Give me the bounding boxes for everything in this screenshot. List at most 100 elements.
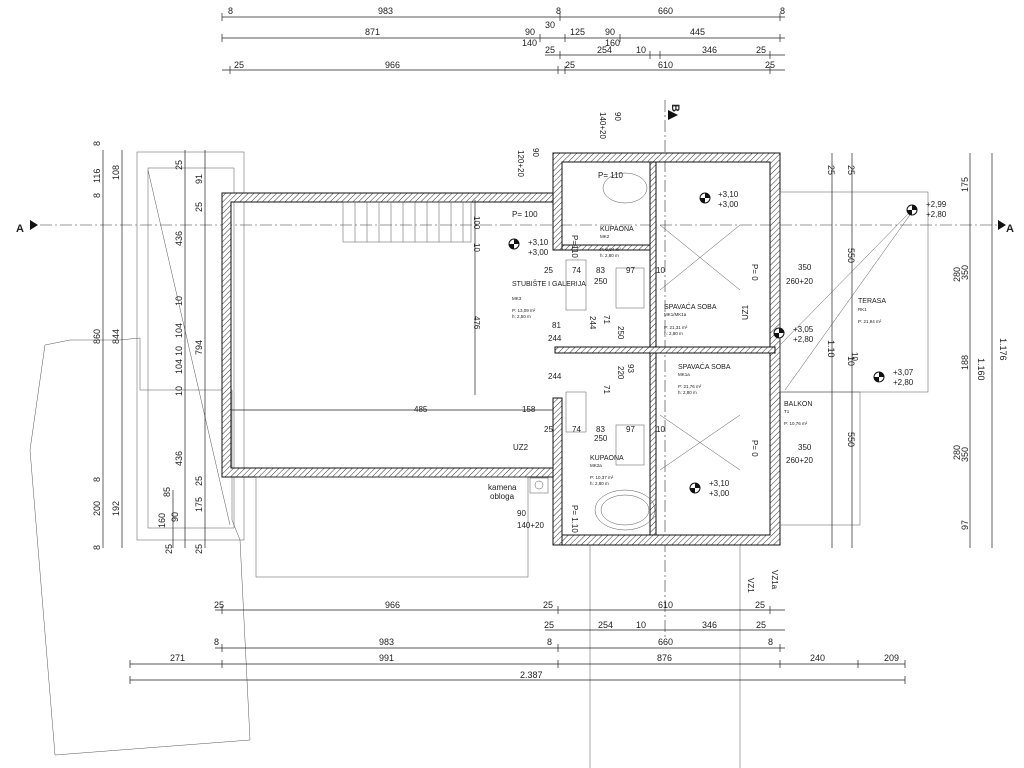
svg-text:KUPAONA: KUPAONA xyxy=(590,455,624,462)
svg-text:550: 550 xyxy=(846,248,856,263)
svg-text:P: 21,94 m²: P: 21,94 m² xyxy=(858,319,882,324)
dim-top-1-a: 8 xyxy=(228,6,233,16)
svg-text:MK2: MK2 xyxy=(600,234,610,239)
svg-text:436: 436 xyxy=(174,451,184,466)
svg-text:STUBIŠTE I GALERIJA: STUBIŠTE I GALERIJA xyxy=(512,279,586,288)
svg-text:25: 25 xyxy=(194,202,204,212)
svg-text:8: 8 xyxy=(92,141,102,146)
inner-dimensions: 25 74 83 97 10 250 244 81 244 71 250 93 … xyxy=(414,216,859,465)
svg-text:P= 0: P= 0 xyxy=(750,440,759,457)
level-markers: +3,10 +3,00 +3,10 +3,00 +2,99 +2,80 +3,0… xyxy=(508,190,947,498)
svg-text:MK2a: MK2a xyxy=(590,463,602,468)
svg-text:h: 2,80 m: h: 2,80 m xyxy=(664,331,683,336)
svg-text:794: 794 xyxy=(194,340,204,355)
svg-text:2.387: 2.387 xyxy=(520,670,543,680)
staircase xyxy=(231,200,553,411)
left-site-outline xyxy=(29,151,251,756)
bathtub-icon xyxy=(594,489,656,531)
level-3-bottom: +2,80 xyxy=(926,210,947,219)
svg-text:P: 9,94 m²: P: 9,94 m² xyxy=(600,247,621,252)
dim-top-3-b: 254 xyxy=(597,45,612,55)
svg-text:346: 346 xyxy=(702,620,717,630)
svg-text:10: 10 xyxy=(850,352,859,361)
dim-top-1-b: 983 xyxy=(378,6,393,16)
kamena-obloga-label-2: obloga xyxy=(490,492,515,501)
level-1-bottom: +3,00 xyxy=(718,200,739,209)
level-1-top: +3,10 xyxy=(718,190,739,199)
svg-text:991: 991 xyxy=(379,653,394,663)
svg-text:25: 25 xyxy=(194,544,204,554)
svg-text:UZ1: UZ1 xyxy=(741,304,750,320)
dim-top-4-a: 25 xyxy=(234,60,244,70)
svg-text:P: 10,76 m²: P: 10,76 m² xyxy=(784,421,808,426)
svg-text:25: 25 xyxy=(164,544,174,554)
level-3-top: +2,99 xyxy=(926,200,947,209)
svg-text:260+20: 260+20 xyxy=(786,456,813,465)
svg-text:350: 350 xyxy=(960,265,970,280)
svg-text:844: 844 xyxy=(111,329,121,344)
svg-text:RK1: RK1 xyxy=(858,307,867,312)
svg-text:90: 90 xyxy=(517,509,526,518)
level-5-bottom: +2,80 xyxy=(893,378,914,387)
svg-text:25: 25 xyxy=(543,600,553,610)
svg-text:93: 93 xyxy=(626,364,635,373)
dim-top-2-d: 140 xyxy=(522,38,537,48)
room-kupaona-mk2a: KUPAONA MK2a P: 10,37 m² h: 2,80 m xyxy=(590,455,624,486)
svg-text:550: 550 xyxy=(846,432,856,447)
bathtub-icon xyxy=(602,172,648,204)
svg-text:240: 240 xyxy=(810,653,825,663)
dim-top-2-f: 90 xyxy=(605,27,615,37)
level-marker: +3,10 +3,00 xyxy=(699,190,739,209)
room-spavaca-soba-1: SPAVAĆA SOBA MK1/MK1a P: 21,31 m² h: 2,8… xyxy=(664,302,717,336)
svg-text:108: 108 xyxy=(111,165,121,180)
level-4-bottom: +2,80 xyxy=(793,335,814,344)
svg-text:10: 10 xyxy=(656,425,665,434)
svg-text:244: 244 xyxy=(588,316,597,330)
dim-top-2-b: 90 xyxy=(525,27,535,37)
svg-text:h: 2,80 m: h: 2,80 m xyxy=(678,390,697,395)
svg-text:P= 0: P= 0 xyxy=(750,264,759,281)
section-a-right-arrow-icon xyxy=(998,220,1006,230)
svg-text:MK3: MK3 xyxy=(512,296,522,301)
svg-text:485: 485 xyxy=(414,405,428,414)
svg-text:TERASA: TERASA xyxy=(858,298,886,305)
section-b-arrow-icon xyxy=(668,110,678,120)
svg-text:8: 8 xyxy=(768,637,773,647)
svg-text:220: 220 xyxy=(616,366,625,380)
level-marker: +2,99 +2,80 xyxy=(906,200,947,219)
svg-text:8: 8 xyxy=(92,545,102,550)
level-2-top: +3,10 xyxy=(528,238,549,247)
svg-text:P: 10,37 m²: P: 10,37 m² xyxy=(590,475,614,480)
svg-text:10: 10 xyxy=(174,296,184,306)
level-2-bottom: +3,00 xyxy=(528,248,549,257)
svg-text:10: 10 xyxy=(846,356,856,366)
svg-text:10: 10 xyxy=(174,346,184,356)
svg-text:VZ1a: VZ1a xyxy=(770,570,779,590)
svg-text:860: 860 xyxy=(92,329,102,344)
svg-text:P: 13,09 m²: P: 13,09 m² xyxy=(512,308,536,313)
svg-text:104: 104 xyxy=(174,323,184,338)
fixtures xyxy=(529,172,741,531)
svg-text:876: 876 xyxy=(657,653,672,663)
opening-labels: P= 110 P= 100 P=110 P= 0 P= 0 P= 1.10 12… xyxy=(512,112,759,533)
svg-text:1.160: 1.160 xyxy=(976,358,986,381)
level-6-bottom: +3,00 xyxy=(709,489,730,498)
dim-top-3-d: 346 xyxy=(702,45,717,55)
svg-text:250: 250 xyxy=(594,434,608,443)
svg-text:476: 476 xyxy=(472,316,481,330)
terrace-outlines xyxy=(255,191,929,768)
section-a-left-label: A xyxy=(16,223,24,235)
svg-text:25: 25 xyxy=(194,476,204,486)
svg-text:25: 25 xyxy=(214,600,224,610)
section-a-left-arrow-icon xyxy=(30,220,38,230)
right-dimensions: 175 350 280 188 280 350 97 1.160 1.176 5… xyxy=(826,153,1008,548)
svg-text:175: 175 xyxy=(960,177,970,192)
svg-text:192: 192 xyxy=(111,501,121,516)
room-terasa: TERASA RK1 P: 21,94 m² xyxy=(858,298,886,324)
svg-text:966: 966 xyxy=(385,600,400,610)
svg-text:VZ1: VZ1 xyxy=(746,578,755,593)
svg-text:P= 1.10: P= 1.10 xyxy=(570,505,579,533)
building-walls xyxy=(221,152,781,546)
svg-text:160: 160 xyxy=(157,513,167,528)
